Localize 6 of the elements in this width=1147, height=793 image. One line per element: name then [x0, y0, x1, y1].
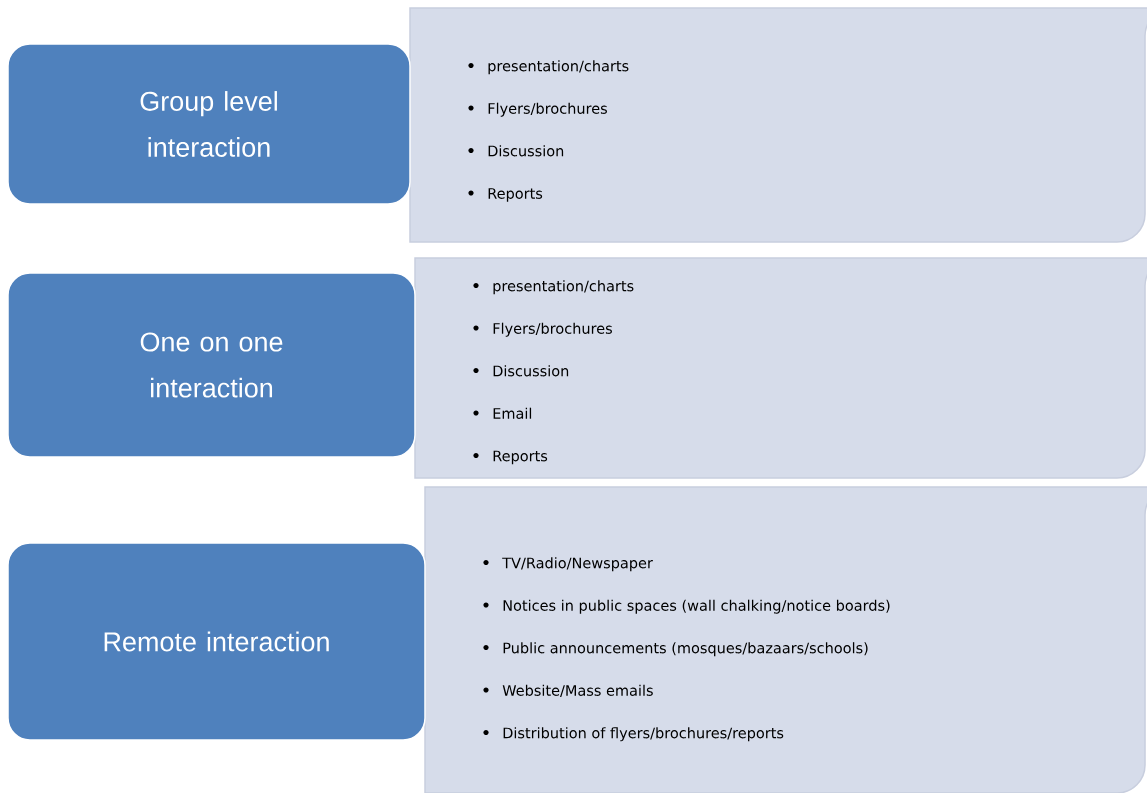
list-panel: TV/Radio/Newspaper Notices in public spaces (wall chalking/notice boards) Public announcements (mosques/bazaars/schools) Website/Mass emails Distribution of flyers/brochures/reports: [424, 486, 1147, 793]
list-panel: presentation/charts Flyers/brochures Discussion Email Reports: [414, 257, 1147, 479]
category-box: Remote interaction: [7, 542, 426, 741]
category-box: One on one interaction: [7, 272, 416, 458]
category-box: Group level interaction: [7, 43, 411, 205]
list-panel: presentation/charts Flyers/brochures Discussion Reports: [409, 7, 1147, 243]
